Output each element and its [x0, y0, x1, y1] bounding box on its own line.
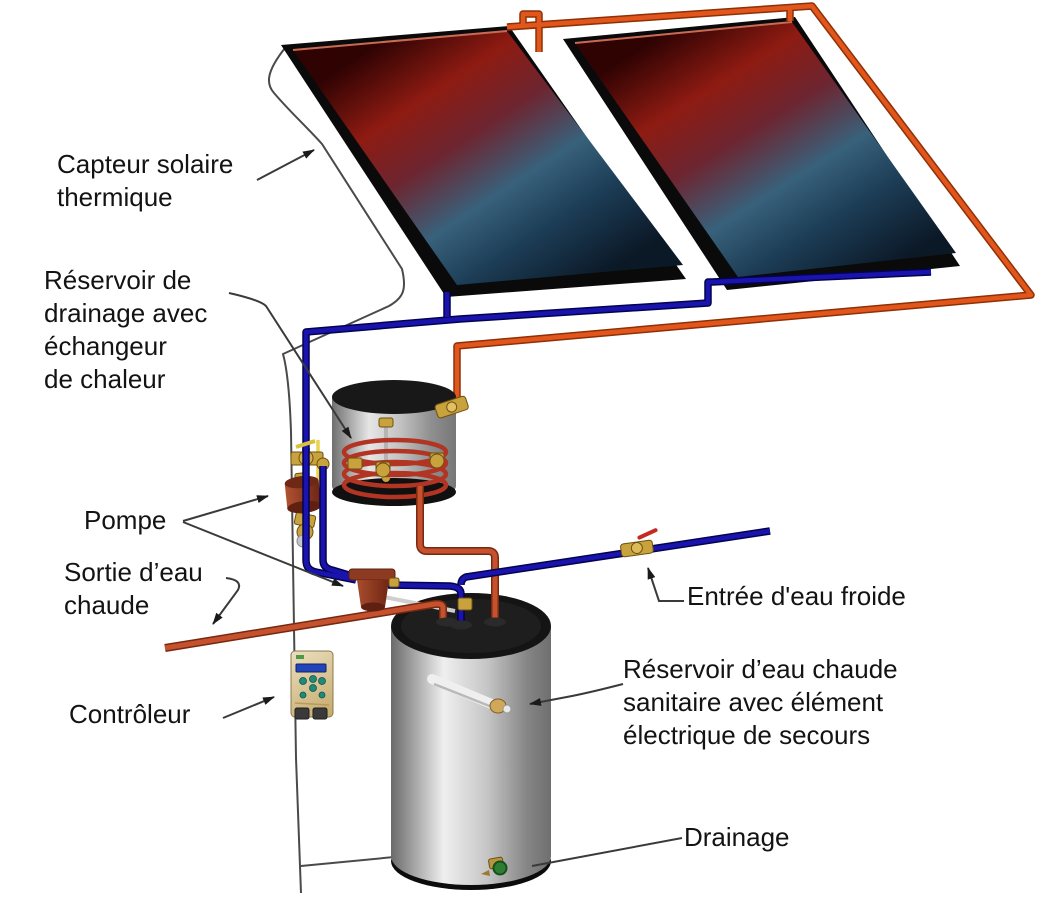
label-drainback-line4: de chaleur — [44, 364, 166, 394]
leader-pump-1 — [182, 495, 269, 522]
controller-buttons — [299, 675, 326, 699]
cold-inlet-valve — [620, 528, 658, 558]
label-dhw-line2: sanitaire avec élément — [623, 687, 884, 717]
tank-piping — [164, 486, 771, 652]
label-drainback-line1: Réservoir de — [44, 265, 192, 295]
leader-hot-water-outlet — [212, 577, 241, 625]
label-drain-line1: Drainage — [684, 822, 790, 852]
solar-panel-2 — [563, 17, 960, 290]
solar-feed-pipe — [417, 486, 498, 620]
label-pump-line1: Pompe — [84, 505, 167, 535]
label-hot-outlet-line1: Sortie d’eau — [64, 557, 203, 587]
heat-exchanger-coil — [341, 437, 449, 500]
water-heater-tank — [391, 593, 551, 890]
leader-cold-water-inlet — [647, 567, 684, 602]
label-dhw-tank: Réservoir d’eau chaude sanitaire avec él… — [623, 653, 898, 752]
controller-device — [290, 650, 334, 720]
controller-display — [295, 663, 327, 673]
hot-water-outlet-pipe — [164, 601, 446, 651]
pump-1 — [284, 472, 322, 514]
solar-panel-1 — [281, 26, 686, 297]
leader-dhw-tank — [529, 683, 624, 706]
leader-pump-2 — [182, 521, 344, 587]
label-collector-line1: Capteur solaire — [57, 149, 234, 179]
label-dhw-line1: Réservoir d’eau chaude — [623, 654, 898, 684]
pump-2 — [348, 568, 400, 612]
tank-fittings — [347, 395, 469, 478]
label-controller: Contrôleur — [69, 698, 190, 731]
label-drainback-line2: drainage avec — [44, 298, 208, 328]
heating-element — [427, 674, 512, 714]
leader-drainback-tank — [228, 292, 352, 439]
hot-pipe-circuit — [453, 2, 1035, 410]
label-hot-water-outlet: Sortie d’eau chaude — [64, 556, 203, 622]
label-cold-water-inlet: Entrée d'eau froide — [687, 580, 906, 613]
label-collector: Capteur solaire thermique — [57, 148, 233, 214]
leader-collector — [256, 149, 315, 181]
label-controller-line1: Contrôleur — [69, 699, 191, 729]
cold-water-inlet-pipe — [458, 528, 771, 586]
label-drainback-line3: échangeur — [44, 331, 167, 361]
cold-pipe-circuit — [302, 268, 932, 452]
label-hot-outlet-line2: chaude — [64, 590, 150, 620]
label-drain: Drainage — [684, 821, 790, 854]
leader-lines — [182, 149, 684, 867]
label-pump: Pompe — [84, 504, 166, 537]
label-dhw-line3: électrique de secours — [623, 720, 871, 750]
label-cold-inlet-line1: Entrée d'eau froide — [687, 581, 906, 611]
lower-cold-runs — [302, 448, 357, 584]
drain-valve — [481, 856, 508, 876]
label-collector-line2: thermique — [57, 182, 173, 212]
leader-controller — [222, 696, 275, 719]
label-drainback-tank: Réservoir de drainage avec échangeur de … — [44, 264, 207, 396]
leader-drain — [531, 837, 683, 867]
